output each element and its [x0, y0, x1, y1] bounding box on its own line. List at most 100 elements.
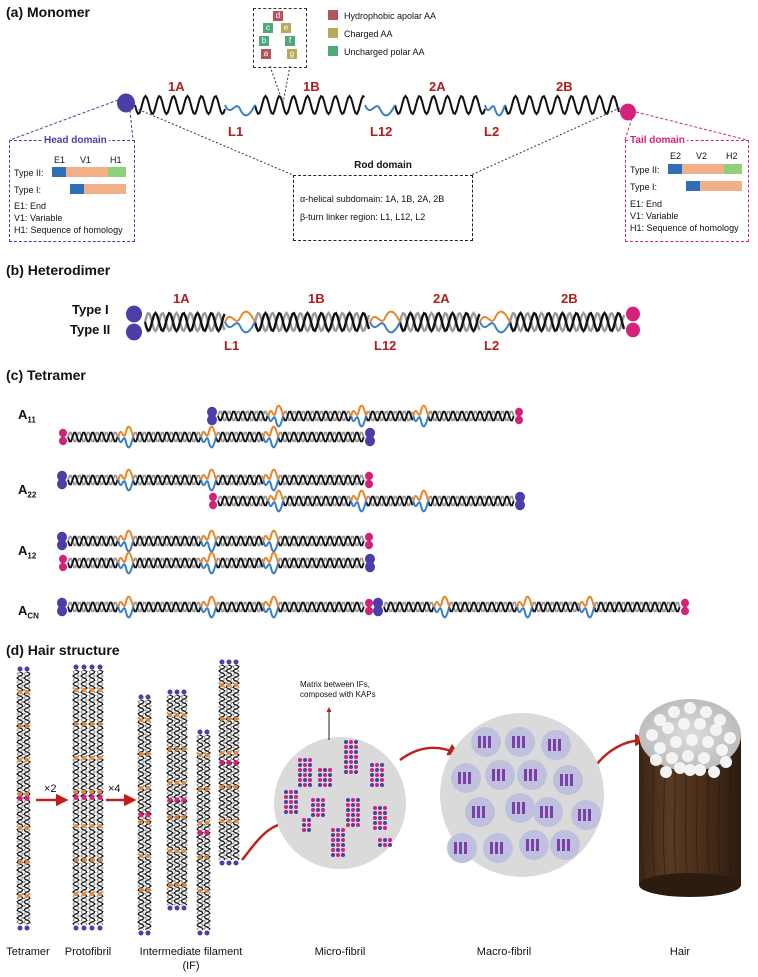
hair-macrofibril-circle: [684, 702, 696, 714]
chain-head-dot: [97, 664, 103, 670]
if-cross-section-dot: [373, 806, 377, 810]
chain-linker-dot: [205, 787, 209, 791]
chain-linker-dot: [168, 713, 172, 717]
chain-linker-dot: [175, 849, 179, 853]
if-cross-section-dot: [294, 805, 298, 809]
macrofibril-if-mark: [548, 739, 551, 751]
if-cross-section-dot: [289, 795, 293, 799]
a22-bottom-helix: [217, 495, 269, 507]
chain-linker-dot: [18, 758, 22, 762]
a11-bottom-helix: [132, 431, 202, 443]
acn-right-helix: [531, 601, 580, 613]
legend-label: Charged AA: [344, 29, 393, 39]
tetramer-chains: [57, 404, 689, 619]
a11-bottom-tail: [59, 436, 67, 446]
macrofibril-if-mark: [522, 802, 525, 814]
legend-item: Uncharged polar AA: [328, 46, 425, 57]
macrofibril-if-mark: [497, 769, 500, 781]
if-cross-section-dot: [318, 773, 322, 777]
head-domain-box: Head domain E1 V1 H1 Type II: Type I: E1…: [9, 135, 135, 242]
chain-linker-dot: [139, 820, 143, 824]
if-cross-section-dot: [298, 758, 302, 762]
if-cross-section-dot: [344, 740, 348, 744]
chain-strand: [225, 664, 233, 861]
if-cross-section-dot: [316, 798, 320, 802]
if-cross-section-dot: [341, 843, 345, 847]
chain-linker-dot: [182, 713, 186, 717]
chain-linker-dot: [220, 751, 224, 755]
head-type2-label: Type II:: [14, 168, 44, 178]
if-cross-section-dot: [383, 843, 387, 847]
a22-bottom-helix: [427, 495, 515, 507]
acn-right-helix: [531, 601, 580, 613]
if-cross-section-dot: [380, 763, 384, 767]
monomer-helix-2a: [394, 94, 486, 116]
a12-bottom-tail: [59, 554, 67, 564]
a12-bottom-linker: [117, 551, 135, 564]
a22-top-linker: [262, 479, 280, 492]
a22-top-helix: [277, 474, 365, 486]
a11-top-helix: [427, 410, 515, 422]
legend-swatch: [328, 46, 338, 56]
chain-linker-dot: [139, 888, 143, 892]
a12-top-tail: [365, 540, 373, 550]
if-strand-2: [144, 694, 152, 936]
if-cross-section-dot: [328, 773, 332, 777]
if-cross-section-dot: [303, 783, 307, 787]
hair-macrofibril-circle: [674, 762, 686, 774]
tail-def-e1: E1: End: [630, 199, 663, 209]
caption-if-abbrev: (IF): [182, 960, 200, 972]
chain-linker-dot: [139, 752, 143, 756]
if-cross-section-dot: [316, 803, 320, 807]
a12-bottom-helix: [277, 557, 365, 569]
macrofibril-if-mark: [512, 802, 515, 814]
macrofibril-if-mark: [483, 736, 486, 748]
if-cross-section-dot: [336, 833, 340, 837]
chain-head-dot: [219, 659, 225, 665]
if-cross-section-dot: [375, 778, 379, 782]
monomer-linker-l2: [484, 104, 506, 117]
hair-macrofibril-circle: [684, 764, 696, 776]
protofibril-strand-2: [80, 664, 88, 931]
chain-strand: [218, 664, 226, 861]
chain-linker-dot: [25, 894, 29, 898]
chain-linker-dot: [168, 747, 172, 751]
chain-linker-dot: [198, 821, 202, 825]
if-cross-section-dot: [380, 773, 384, 777]
head-col-e1: E1: [54, 155, 66, 165]
chain-linker-dot: [82, 756, 86, 760]
if-cross-section-dot: [346, 803, 350, 807]
a11-top-helix: [282, 410, 352, 422]
acn-right-helix: [383, 601, 435, 613]
macrofibril-if-mark: [482, 806, 485, 818]
if-cross-section-dot: [378, 826, 382, 830]
chain-linker-dot: [74, 688, 78, 692]
if-cross-section-dot: [356, 803, 360, 807]
chain-linker-dot: [74, 722, 78, 726]
chain-tail-dot: [24, 796, 30, 801]
macrofibril-if-mark: [468, 772, 471, 784]
if-cross-section-dot: [336, 838, 340, 842]
a11-top-helix: [365, 410, 414, 422]
acn-left-helix: [132, 601, 202, 613]
a11-top-head: [207, 406, 217, 418]
dimer-l2-label: L2: [484, 338, 500, 353]
chain-tail-dot: [73, 795, 79, 800]
if-strand-6: [196, 729, 204, 936]
if-cross-section-dot: [354, 745, 358, 749]
hair-macrofibril-circle: [724, 732, 736, 744]
a22-bottom-head: [515, 499, 525, 511]
heptad-residue: g: [287, 49, 297, 59]
a11-top-helix: [365, 410, 414, 422]
macrofibril-if-mark: [562, 839, 565, 851]
a12-top-linker: [262, 529, 280, 542]
if-cross-section-dot: [331, 828, 335, 832]
if-cross-section-dot: [354, 760, 358, 764]
dimer-linker-orange: [369, 310, 401, 323]
macrofibril-if-mark: [502, 769, 505, 781]
a22-bottom-helix: [217, 495, 269, 507]
rod-domain-box: Rod domain α-helical subdomain: 1A, 1B, …: [293, 160, 473, 241]
if-cross-section-dot: [341, 833, 345, 837]
if-cross-section-dot: [346, 808, 350, 812]
